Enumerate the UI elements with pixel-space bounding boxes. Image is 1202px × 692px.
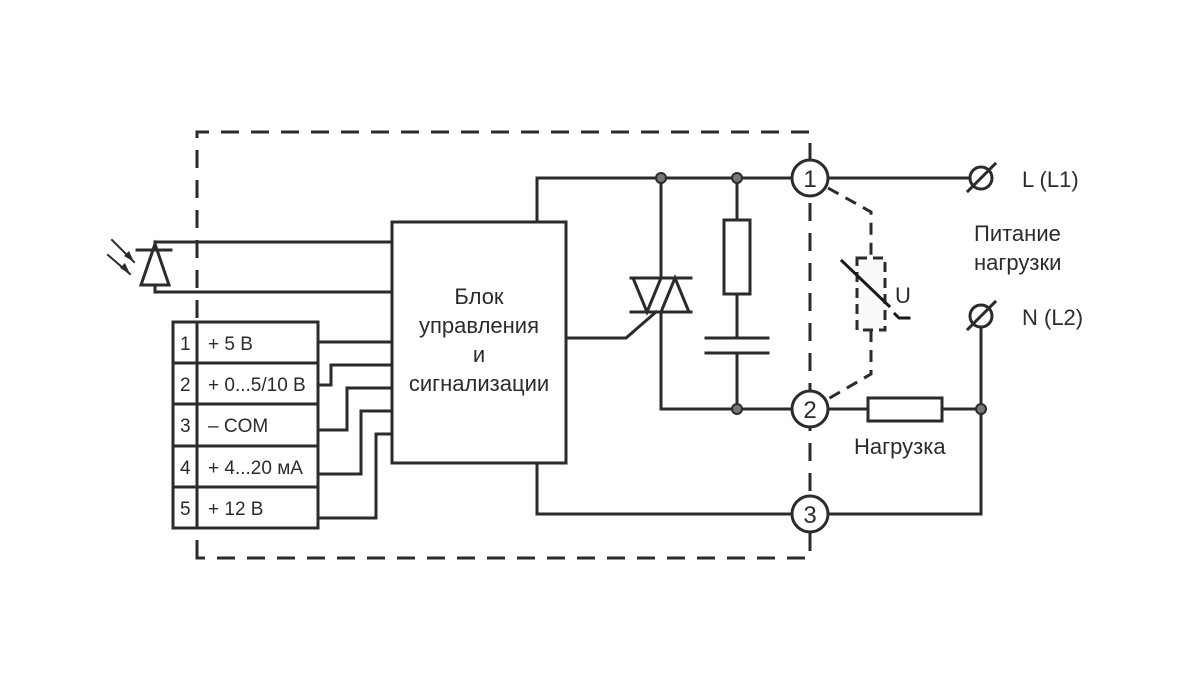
triac-icon bbox=[564, 176, 693, 411]
terminal-number: 2 bbox=[180, 375, 191, 396]
terminal-label: + 4...20 мА bbox=[208, 458, 303, 479]
load-resistor bbox=[866, 396, 944, 423]
output-terminal-3: 3 bbox=[790, 494, 830, 534]
varistor-label: U bbox=[895, 283, 911, 308]
output-terminal-1: 1 bbox=[790, 158, 830, 198]
junction-dot bbox=[731, 172, 743, 184]
terminal-row-2: 2 + 0...5/10 В bbox=[180, 375, 306, 396]
control-block-line-3: и bbox=[473, 342, 485, 367]
top-rail-wire bbox=[535, 176, 795, 224]
terminal-number: 3 bbox=[803, 502, 816, 529]
terminal-number: 1 bbox=[803, 166, 816, 193]
screw-terminal-l-icon bbox=[965, 161, 998, 194]
terminal-label: + 5 В bbox=[208, 334, 253, 355]
varistor-icon bbox=[827, 186, 911, 401]
bottom-rail-wire bbox=[535, 461, 795, 516]
photodiode-icon bbox=[106, 238, 394, 294]
terminal-number: 4 bbox=[180, 458, 191, 479]
load-label: Нагрузка bbox=[854, 434, 946, 459]
n-label: N (L2) bbox=[1022, 305, 1083, 330]
control-block-line-4: сигнализации bbox=[409, 371, 549, 396]
supply-caption-line-1: Питание bbox=[974, 221, 1061, 246]
terminal-row-5: 5 + 12 В bbox=[180, 499, 263, 520]
neutral-wire bbox=[826, 325, 983, 516]
control-block-line-2: управления bbox=[419, 313, 539, 338]
terminal-number: 5 bbox=[180, 499, 191, 520]
device-enclosure bbox=[195, 130, 812, 560]
terminal-label: + 0...5/10 В bbox=[208, 375, 306, 396]
junction-dot bbox=[975, 403, 987, 415]
terminal-row-4: 4 + 4...20 мА bbox=[180, 458, 303, 479]
screw-terminal-n-icon bbox=[965, 299, 998, 332]
terminal-number: 3 bbox=[180, 416, 191, 437]
junction-dot bbox=[655, 172, 667, 184]
light-arrows-icon bbox=[106, 238, 136, 276]
supply-caption-line-2: нагрузки bbox=[974, 250, 1061, 275]
terminal-table bbox=[171, 320, 320, 530]
l-label: L (L1) bbox=[1022, 167, 1079, 192]
output-terminal-2: 2 bbox=[790, 389, 830, 429]
terminal-row-1: 1 + 5 В bbox=[180, 334, 253, 355]
terminal-row-3: 3 – COM bbox=[180, 416, 268, 437]
terminal-number: 1 bbox=[180, 334, 191, 355]
junction-dot bbox=[731, 403, 743, 415]
snubber-resistor bbox=[722, 218, 752, 296]
terminal-label: – COM bbox=[208, 416, 268, 437]
snubber-rc bbox=[704, 176, 770, 411]
terminal-label: + 12 В bbox=[208, 499, 263, 520]
input-wires bbox=[316, 340, 394, 520]
control-block-line-1: Блок bbox=[454, 284, 504, 309]
terminal-number: 2 bbox=[803, 397, 816, 424]
